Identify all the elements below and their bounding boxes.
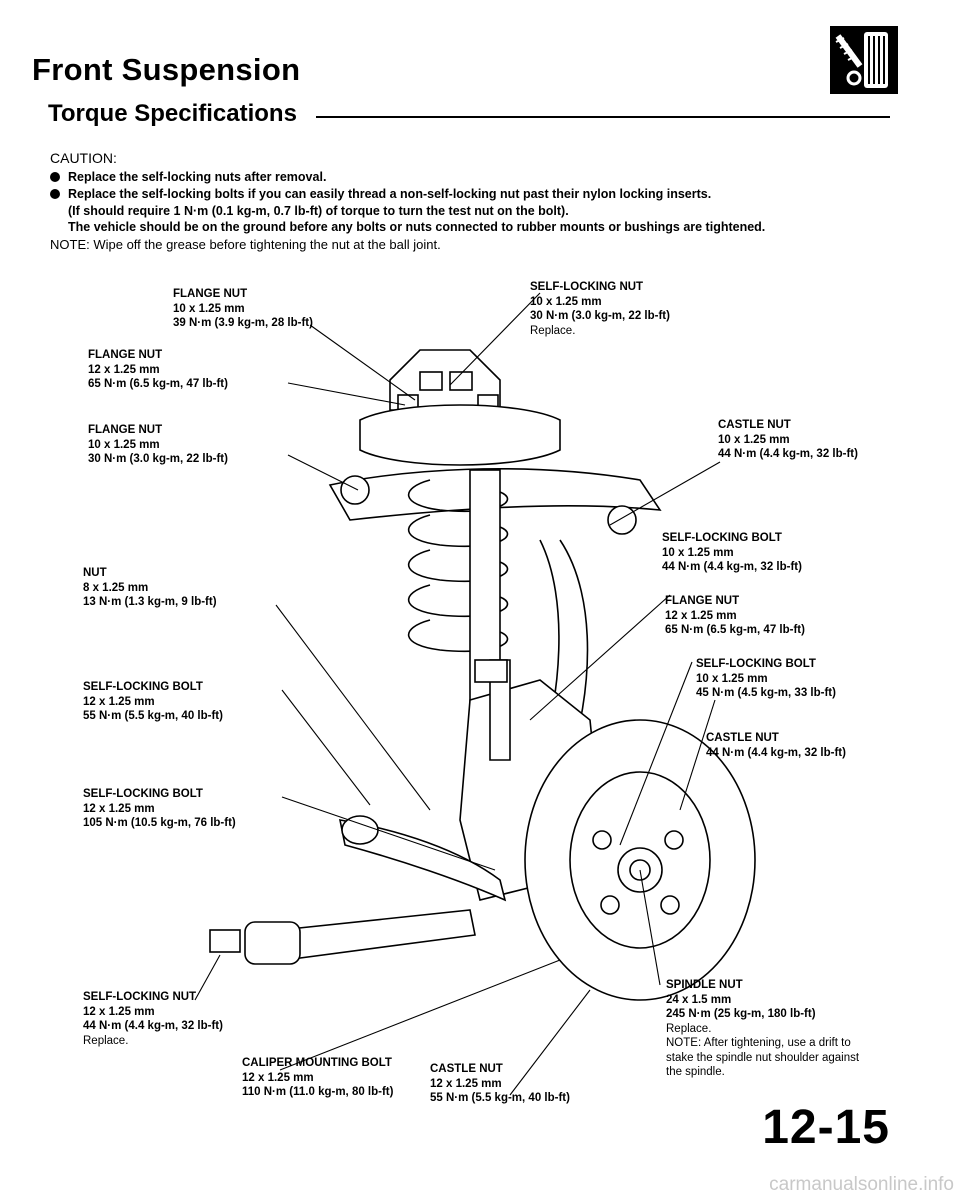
page-number: 12-15 [762,1101,890,1154]
caution-heading: CAUTION: [50,150,117,166]
part-name: FLANGE NUT [665,595,740,607]
caution-text: (If should require 1 N·m (0.1 kg-m, 0.7 … [68,204,569,218]
part-torque: 44 N·m (4.4 kg-m, 32 lb-ft) [706,746,846,759]
part-name: SELF-LOCKING BOLT [83,681,203,693]
part-size: 12 x 1.25 mm [88,363,160,376]
part-name: SELF-LOCKING BOLT [662,532,782,544]
caution-text: The vehicle should be on the ground befo… [68,220,766,234]
part-note: Replace. [530,324,576,337]
watermark: carmanualsonline.info [769,1174,954,1195]
part-size: 10 x 1.25 mm [718,433,790,446]
part-size: 10 x 1.25 mm [88,438,160,451]
part-size: 10 x 1.25 mm [530,295,602,308]
caution-text: Replace the self-locking bolts if you ca… [68,187,712,201]
part-torque: 44 N·m (4.4 kg-m, 32 lb-ft) [662,561,802,573]
bullet-icon [50,189,60,199]
part-name: CALIPER MOUNTING BOLT [242,1057,392,1069]
part-torque: 55 N·m (5.5 kg-m, 40 lb-ft) [430,1092,570,1104]
ball-joint-note: NOTE: Wipe off the grease before tighten… [50,237,441,252]
part-note: the spindle. [666,1066,725,1078]
part-torque: 65 N·m (6.5 kg-m, 47 lb-ft) [665,624,805,636]
part-name: SELF-LOCKING BOLT [696,658,816,670]
part-size: 12 x 1.25 mm [83,1005,155,1018]
label-castle-nut: CASTLE NUT 12 x 1.25 mm 55 N·m (5.5 kg-m… [430,1062,570,1106]
label-self-locking-nut: SELF-LOCKING NUT 12 x 1.25 mm 44 N·m (4.… [83,990,223,1048]
part-name: FLANGE NUT [173,288,248,300]
part-name: SELF-LOCKING NUT [530,281,644,293]
part-torque: 110 N·m (11.0 kg-m, 80 lb-ft) [242,1086,394,1098]
caution-bullet: Replace the self-locking bolts if you ca… [50,187,711,201]
part-size: 24 x 1.5 mm [666,993,732,1006]
part-size: 12 x 1.25 mm [430,1077,502,1090]
caution-text: Replace the self-locking nuts after remo… [68,170,327,184]
part-torque: 39 N·m (3.9 kg-m, 28 lb-ft) [173,317,313,329]
part-torque: 44 N·m (4.4 kg-m, 32 lb-ft) [83,1020,223,1032]
part-name: FLANGE NUT [88,349,163,361]
part-torque: 30 N·m (3.0 kg-m, 22 lb-ft) [530,310,670,322]
part-name: CASTLE NUT [430,1063,503,1075]
part-size: 12 x 1.25 mm [83,695,155,708]
part-torque: 44 N·m (4.4 kg-m, 32 lb-ft) [718,448,858,460]
suspension-shock-icon [830,26,898,94]
part-note: NOTE: After tightening, use a drift to [666,1037,851,1049]
bullet-icon [50,172,60,182]
part-name: SELF-LOCKING BOLT [83,788,203,800]
label-castle-nut: CASTLE NUT 10 x 1.25 mm 44 N·m (4.4 kg-m… [718,418,858,462]
label-caliper-mounting-bolt: CALIPER MOUNTING BOLT 12 x 1.25 mm 110 N… [242,1056,393,1100]
part-size: 12 x 1.25 mm [83,802,155,815]
part-name: CASTLE NUT [706,732,779,744]
part-torque: 105 N·m (10.5 kg-m, 76 lb-ft) [83,817,236,829]
label-self-locking-bolt: SELF-LOCKING BOLT 10 x 1.25 mm 44 N·m (4… [662,531,802,575]
label-flange-nut: FLANGE NUT 10 x 1.25 mm 30 N·m (3.0 kg-m… [88,423,228,467]
caution-bullet: Replace the self-locking nuts after remo… [50,170,326,184]
part-torque: 45 N·m (4.5 kg-m, 33 lb-ft) [696,687,836,699]
part-name: CASTLE NUT [718,419,791,431]
part-note: stake the spindle nut shoulder against [666,1051,860,1064]
part-torque: 30 N·m (3.0 kg-m, 22 lb-ft) [88,453,228,465]
label-self-locking-bolt: SELF-LOCKING BOLT 10 x 1.25 mm 45 N·m (4… [696,657,836,701]
page-title: Front Suspension [32,52,301,87]
part-name: SELF-LOCKING NUT [83,991,197,1003]
part-size: 12 x 1.25 mm [242,1071,314,1084]
label-self-locking-bolt: SELF-LOCKING BOLT 12 x 1.25 mm 55 N·m (5… [83,680,223,724]
part-size: 12 x 1.25 mm [665,609,737,622]
title-rule [316,116,890,118]
part-torque: 13 N·m (1.3 kg-m, 9 lb-ft) [83,596,217,608]
label-flange-nut: FLANGE NUT 12 x 1.25 mm 65 N·m (6.5 kg-m… [665,594,805,638]
part-torque: 245 N·m (25 kg-m, 180 lb-ft) [666,1008,816,1020]
label-flange-nut: FLANGE NUT 10 x 1.25 mm 39 N·m (3.9 kg-m… [173,287,313,331]
part-name: FLANGE NUT [88,424,163,436]
label-self-locking-bolt: SELF-LOCKING BOLT 12 x 1.25 mm 105 N·m (… [83,787,236,831]
label-self-locking-nut: SELF-LOCKING NUT 10 x 1.25 mm 30 N·m (3.… [530,280,670,338]
part-torque: 55 N·m (5.5 kg-m, 40 lb-ft) [83,710,223,722]
part-size: 10 x 1.25 mm [662,546,734,559]
part-size: 10 x 1.25 mm [173,302,245,315]
part-note: Replace. [666,1022,712,1035]
label-flange-nut: FLANGE NUT 12 x 1.25 mm 65 N·m (6.5 kg-m… [88,348,228,392]
label-nut: NUT 8 x 1.25 mm 13 N·m (1.3 kg-m, 9 lb-f… [83,566,217,610]
label-castle-nut: CASTLE NUT 44 N·m (4.4 kg-m, 32 lb-ft) [706,731,846,760]
part-size: 8 x 1.25 mm [83,581,149,594]
part-size: 10 x 1.25 mm [696,672,768,685]
part-name: NUT [83,567,107,579]
section-subtitle: Torque Specifications [48,100,297,127]
label-spindle-nut: SPINDLE NUT 24 x 1.5 mm 245 N·m (25 kg-m… [666,978,859,1080]
part-note: Replace. [83,1034,129,1047]
part-name: SPINDLE NUT [666,979,743,991]
part-torque: 65 N·m (6.5 kg-m, 47 lb-ft) [88,378,228,390]
